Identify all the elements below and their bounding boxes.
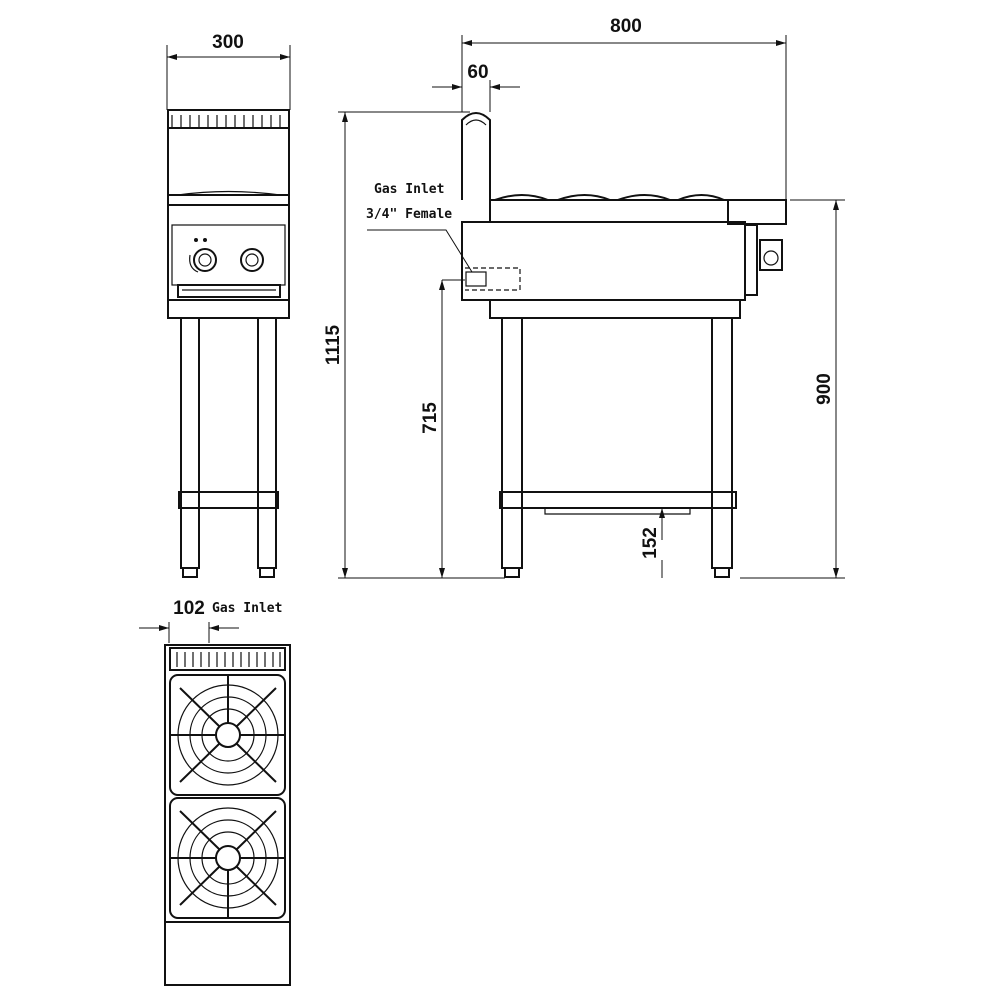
dimension-label: 300	[212, 32, 244, 53]
dimension-label: 60	[467, 62, 488, 83]
control-knob-icon	[189, 248, 217, 273]
top-view	[164, 644, 291, 986]
dimension-label: 102	[173, 598, 205, 619]
backsplash-vents	[171, 115, 281, 127]
dimension-shelf-height: 152	[640, 507, 700, 578]
dimension-work-height: 900	[740, 199, 845, 579]
dimension-front-width: 300	[166, 32, 291, 110]
gas-inlet-label: Gas Inlet	[374, 182, 444, 197]
dimension-label: 800	[610, 16, 642, 37]
gas-inlet-callout: Gas Inlet 3/4" Female	[366, 182, 473, 273]
dimension-label: 715	[420, 402, 441, 434]
side-view	[461, 112, 787, 578]
gas-inlet-size-label: 3/4" Female	[366, 207, 452, 222]
front-view	[167, 109, 290, 578]
dimension-label: 1115	[323, 324, 344, 365]
side-knob-icon	[759, 239, 783, 271]
dimension-backsplash: 60	[432, 62, 520, 112]
dimension-depth: 800	[461, 16, 787, 200]
dimension-total-height: 1115	[323, 111, 505, 579]
dimension-label: 152	[640, 527, 661, 559]
dimension-gas-inlet-offset: 102 Gas Inlet	[139, 598, 282, 643]
dimension-label: 900	[814, 373, 835, 405]
burner-tops	[494, 194, 725, 201]
dimension-inlet-height: 715	[420, 279, 465, 578]
grate-burner-2	[169, 797, 286, 919]
grate-burner-1	[169, 674, 286, 796]
control-knob-icon	[240, 248, 264, 272]
gas-inlet-label: Gas Inlet	[212, 601, 282, 616]
